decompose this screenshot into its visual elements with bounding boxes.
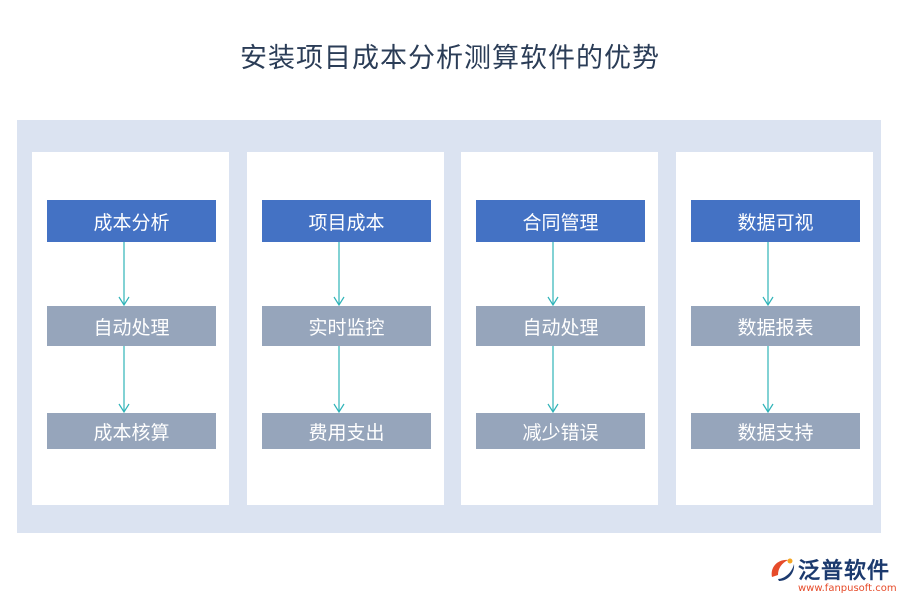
column-2-low-box: 费用支出 <box>262 413 431 449</box>
column-2-mid-box: 实时监控 <box>262 306 431 346</box>
arrow-down-icon <box>547 346 559 413</box>
column-1-mid-box: 自动处理 <box>47 306 216 346</box>
arrow-down-icon <box>118 346 130 413</box>
column-2: 项目成本 实时监控 费用支出 <box>247 152 444 505</box>
arrow-down-icon <box>333 242 345 306</box>
column-1-low-box: 成本核算 <box>47 413 216 449</box>
column-3-head-box: 合同管理 <box>476 200 645 242</box>
fanpu-logo-icon <box>771 558 795 581</box>
arrow-down-icon <box>762 346 774 413</box>
column-4-low-box: 数据支持 <box>691 413 860 449</box>
logo-name: 泛普软件 <box>798 559 891 584</box>
arrow-down-icon <box>762 242 774 306</box>
arrow-down-icon <box>333 346 345 413</box>
column-4-head-box: 数据可视 <box>691 200 860 242</box>
column-3-mid-box: 自动处理 <box>476 306 645 346</box>
logo-url: www.fanpusoft.com <box>798 583 897 594</box>
column-4-mid-box: 数据报表 <box>691 306 860 346</box>
column-1-head-box: 成本分析 <box>47 200 216 242</box>
column-3: 合同管理 自动处理 减少错误 <box>461 152 658 505</box>
arrow-down-icon <box>118 242 130 306</box>
column-1: 成本分析 自动处理 成本核算 <box>32 152 229 505</box>
column-4: 数据可视 数据报表 数据支持 <box>676 152 873 505</box>
page-title: 安装项目成本分析测算软件的优势 <box>240 43 660 74</box>
arrow-down-icon <box>547 242 559 306</box>
column-3-low-box: 减少错误 <box>476 413 645 449</box>
column-2-head-box: 项目成本 <box>262 200 431 242</box>
brand-logo: 泛普软件 www.fanpusoft.com <box>768 552 897 596</box>
